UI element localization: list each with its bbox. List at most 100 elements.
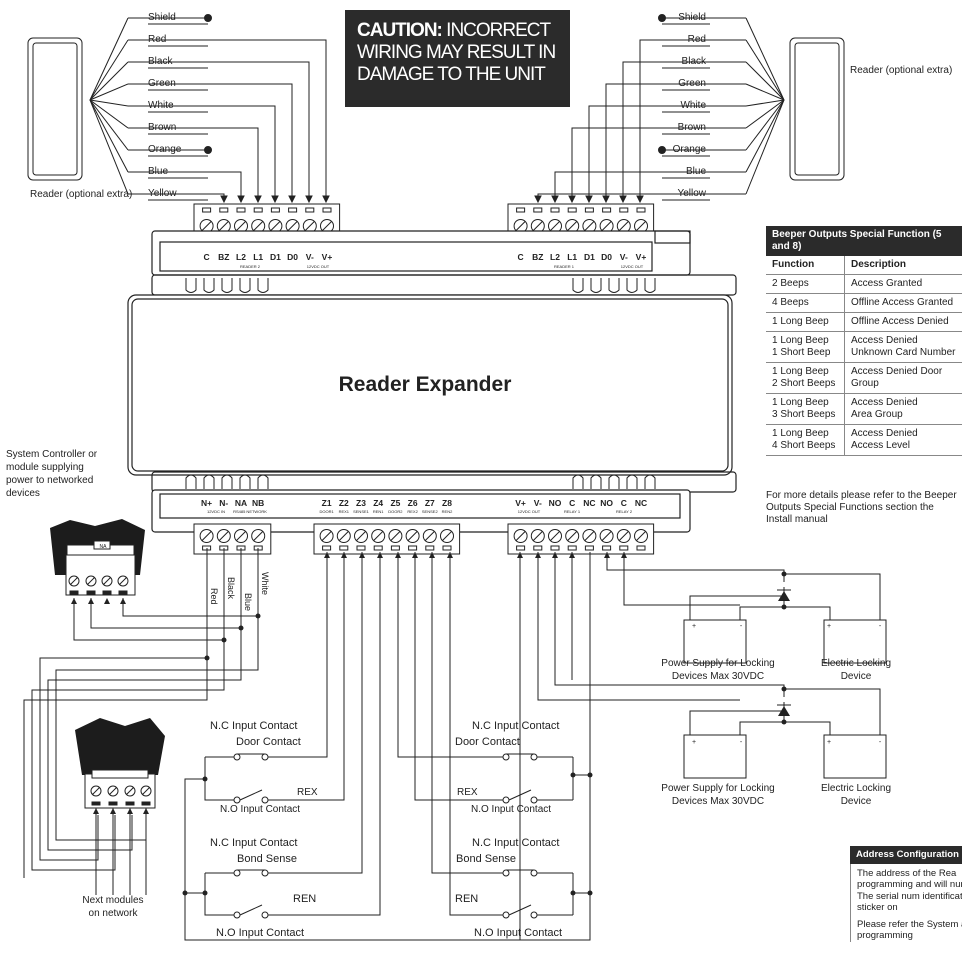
reader-left-label: Reader (optional extra) (30, 189, 132, 200)
out-sublabel: 12VDC OUT (621, 264, 644, 269)
left-wire-label: Orange (148, 144, 182, 155)
screw-slot (253, 531, 264, 541)
contact-label: N.C Input Contact (472, 837, 559, 849)
screw-slot (550, 221, 560, 231)
network-blue (47, 628, 242, 851)
contact (233, 911, 241, 919)
zone-sublabel: SENSE2 (422, 509, 439, 514)
wire (431, 552, 505, 874)
right-wire-label: Blue (686, 166, 706, 177)
wire (267, 552, 328, 758)
terminal-tab (236, 207, 246, 213)
network-wire-label: Blue (243, 593, 253, 611)
arrow (604, 552, 610, 558)
notch (203, 278, 215, 293)
screw-slot (532, 221, 543, 231)
left-wire-label: Brown (148, 122, 176, 133)
diode (778, 706, 790, 716)
zone-terminal-label: Z8 (442, 498, 452, 508)
contact (502, 869, 510, 877)
top-left-terminal-label: V+ (322, 252, 333, 262)
screw-slot (407, 531, 418, 541)
relay-terminal-label: NO (600, 498, 613, 508)
caution-bold: CAUTION: (357, 20, 443, 41)
arrow (602, 195, 610, 204)
terminal-block (507, 523, 655, 555)
network-terminal-label: N+ (201, 498, 212, 508)
right-wire-label: Black (682, 56, 707, 67)
notch (572, 474, 584, 489)
top-right-terminal-label: BZ (532, 252, 543, 262)
zone-terminal-label: Z7 (425, 498, 435, 508)
network-wire-label: White (260, 572, 270, 595)
network-terminal-label: NA (235, 498, 247, 508)
lock-label: Device (841, 796, 872, 807)
beeper-description: Offline Access Denied (844, 312, 962, 332)
arrow (143, 808, 149, 814)
junction-dot (182, 890, 188, 896)
screw-slot (109, 787, 117, 795)
arrow (377, 552, 383, 558)
zone-sublabel: REN1 (373, 509, 384, 514)
relay-terminal-label: C (569, 498, 575, 508)
module-tab (91, 801, 101, 806)
arrow (568, 195, 576, 204)
system-controller-module (50, 519, 145, 596)
relay-terminal-label: C (621, 498, 627, 508)
right-wire-label: Red (688, 34, 706, 45)
network-terminal-label: NB (252, 498, 264, 508)
arrow (619, 195, 627, 204)
left-wire-label: Yellow (148, 188, 177, 199)
screw-slot (636, 221, 646, 231)
arrow (120, 598, 126, 604)
arrow (71, 598, 77, 604)
arrow (110, 808, 116, 814)
arrow (412, 552, 418, 558)
terminal-tab (356, 545, 366, 551)
out-sublabel: 12VDC OUT (307, 264, 330, 269)
right-reader-wires (534, 14, 785, 204)
notch (572, 278, 584, 293)
right-wire-label: Green (678, 78, 706, 89)
junction-dot (238, 625, 244, 631)
screw-slot (532, 531, 543, 541)
next-modules-text: Next modules (82, 895, 143, 906)
polarity: + (827, 623, 831, 630)
lock-label: Electric Locking (821, 783, 891, 794)
contact (261, 753, 269, 761)
contact (233, 753, 241, 761)
beeper-function: 2 Beeps (766, 274, 845, 294)
contact-label: N.C Input Contact (210, 837, 297, 849)
arrow (517, 552, 523, 558)
network-blue (90, 548, 242, 629)
arrow (104, 598, 110, 604)
common (184, 552, 591, 941)
top-right-terminal-label: V- (620, 252, 628, 262)
top-left-terminal-label: L2 (236, 252, 246, 262)
screw-slot (618, 531, 629, 541)
address-title: Address Configuration (850, 846, 962, 864)
screw-slot (442, 531, 452, 541)
contact-label: REN (455, 893, 478, 905)
screw-slot (601, 221, 612, 231)
module-tab (108, 801, 118, 806)
terminal-tab (202, 207, 212, 213)
notch (608, 474, 620, 489)
relay-terminal-label: V+ (515, 498, 526, 508)
notch (644, 474, 656, 489)
shield-terminator (658, 14, 666, 22)
arrow (621, 552, 627, 558)
right-wire-label: Yellow (677, 188, 706, 199)
screw-slot (201, 531, 212, 541)
arrow (305, 195, 313, 204)
arrow (322, 195, 330, 204)
top-right-terminal-label: D0 (601, 252, 612, 262)
wire (784, 573, 881, 620)
